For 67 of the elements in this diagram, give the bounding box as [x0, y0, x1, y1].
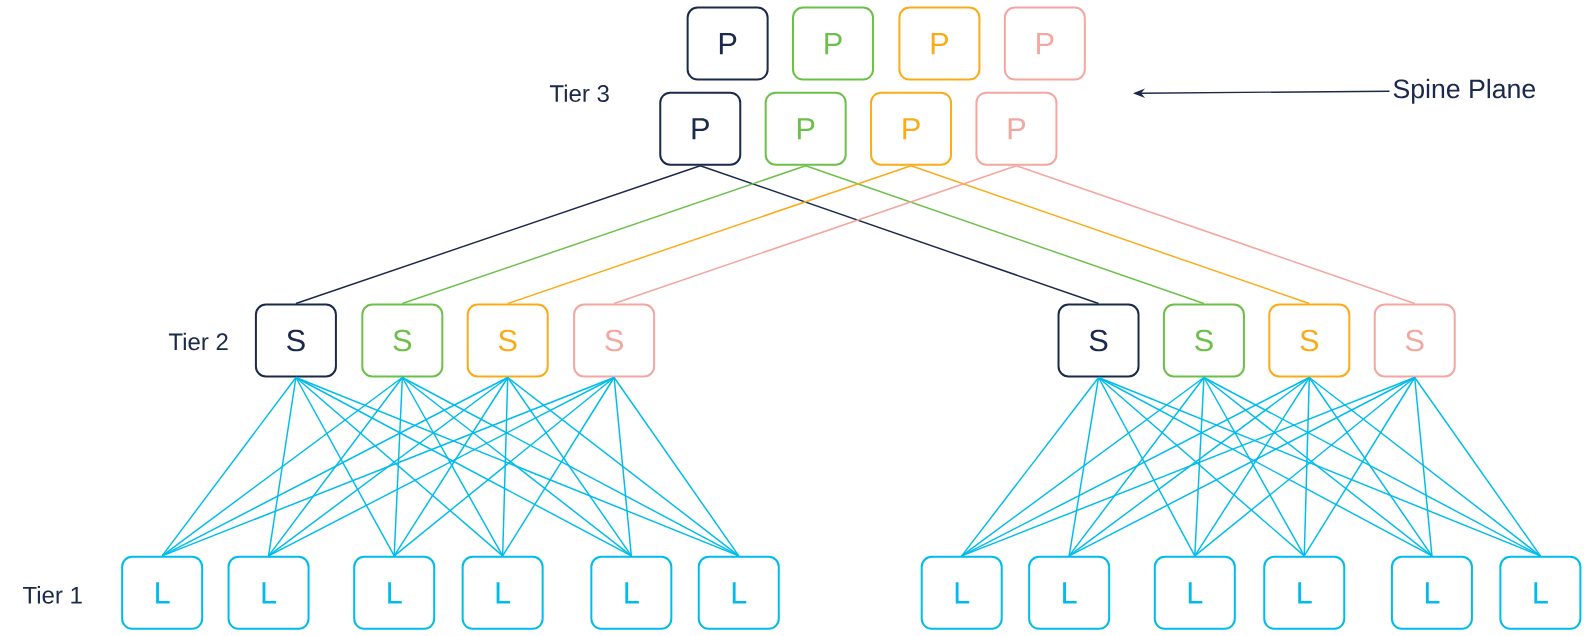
link-line	[161, 376, 297, 557]
leaf-switch-box: L	[227, 555, 310, 630]
link-line	[613, 376, 740, 557]
spine-switch-box: P	[870, 91, 953, 166]
spine-switch-box: P	[792, 6, 874, 81]
spine-plane-label: Spine Plane	[1393, 78, 1535, 104]
leaf-switch-box: L	[1390, 555, 1473, 630]
link-line	[267, 376, 404, 557]
link-line	[613, 164, 1018, 305]
link-line	[267, 376, 297, 557]
link-line	[501, 376, 509, 557]
tier-label: Tier 3	[550, 84, 609, 103]
super-spine-box: S	[573, 303, 656, 378]
spine-switch-box: P	[764, 91, 847, 166]
link-line	[804, 164, 1205, 305]
link-line	[1413, 376, 1542, 557]
spine-switch-box: P	[898, 6, 981, 81]
spine-switch-box: P	[1003, 6, 1086, 81]
link-line	[1097, 376, 1196, 557]
link-line	[699, 164, 1100, 305]
link-line	[161, 376, 615, 557]
link-line	[1015, 164, 1416, 305]
link-line	[961, 376, 1100, 557]
leaf-switch-box: L	[1263, 555, 1346, 630]
leaf-switch-box: L	[121, 555, 204, 630]
link-line	[295, 376, 740, 557]
link-line	[295, 376, 395, 557]
leaf-switch-box: L	[590, 555, 673, 630]
super-spine-box: S	[466, 303, 549, 378]
super-spine-box: S	[1373, 303, 1456, 378]
link-line	[1194, 376, 1205, 557]
link-line	[161, 376, 404, 557]
spine-switch-box: P	[659, 91, 742, 166]
leaf-switch-box: L	[461, 555, 544, 630]
link-line	[1413, 376, 1433, 557]
link-line	[1068, 376, 1100, 557]
link-line	[613, 376, 633, 557]
tier-label: Tier 1	[23, 586, 82, 604]
spine-switch-box: P	[975, 91, 1058, 166]
link-line	[910, 164, 1311, 305]
leaf-switch-box: L	[353, 555, 436, 630]
link-line	[506, 376, 740, 557]
link-line	[1308, 376, 1542, 557]
link-line	[295, 164, 701, 305]
link-line	[961, 376, 1205, 557]
tier-label: Tier 2	[168, 332, 228, 351]
spine-switch-box: P	[686, 6, 769, 81]
link-line	[1068, 376, 1205, 557]
link-line	[501, 376, 615, 557]
link-line	[1303, 376, 1311, 557]
link-line	[401, 164, 807, 305]
link-line	[1203, 376, 1542, 557]
leaf-switch-box: L	[697, 555, 780, 630]
super-spine-box: S	[254, 303, 337, 378]
super-spine-box: S	[1268, 303, 1351, 378]
leaf-switch-box: L	[1499, 555, 1582, 630]
leaf-switch-box: L	[1028, 555, 1111, 630]
leaf-switch-box: L	[1153, 555, 1236, 630]
super-spine-box: S	[1057, 303, 1140, 378]
link-line	[1303, 376, 1416, 557]
leaf-switch-box: L	[920, 555, 1003, 630]
super-spine-box: S	[1162, 303, 1245, 378]
link-line	[393, 376, 404, 557]
link-line	[506, 164, 912, 305]
link-line	[506, 376, 633, 557]
link-line	[1308, 376, 1433, 557]
super-spine-box: S	[361, 303, 444, 378]
